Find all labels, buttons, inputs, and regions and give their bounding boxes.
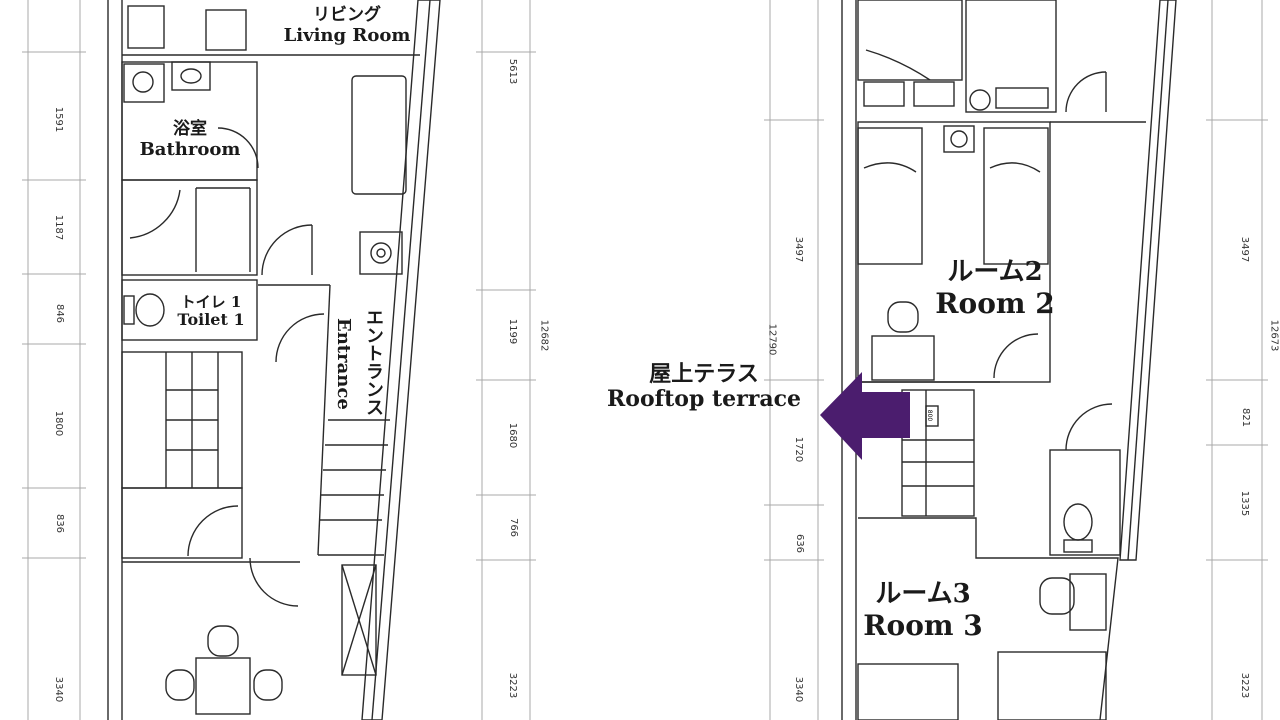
room-2-en: Room 2 — [935, 286, 1055, 320]
room-2-jp: ルーム2 — [947, 257, 1043, 287]
ground-floor-walls — [107, 0, 441, 720]
rooftop-arrow-icon — [820, 372, 910, 460]
dim-mid2-total: 12790 — [766, 323, 778, 356]
room-3-label: ルーム3 Room 3 — [858, 579, 988, 642]
dim-mid2-2: 1720 — [793, 436, 805, 463]
toilet-en: Toilet 1 — [177, 310, 245, 330]
dimension-lines — [27, 0, 1263, 720]
dim-left-6: 3340 — [53, 676, 65, 703]
dim-mid1-total: 12682 — [538, 319, 550, 352]
dim-left-2: 1187 — [53, 214, 65, 241]
living-room-label: リビング Living Room — [272, 5, 422, 46]
room-2-label: ルーム2 Room 2 — [930, 257, 1060, 320]
dim-right-3: 1335 — [1239, 490, 1251, 517]
entrance-jp-label: エントランス — [363, 308, 384, 416]
dim-mid1-4: 766 — [508, 517, 520, 538]
dim-mid2-4: 3340 — [793, 676, 805, 703]
toilet-label: トイレ 1 Toilet 1 — [166, 293, 256, 330]
dim-mid1-5: 3223 — [507, 672, 519, 699]
room-3-jp: ルーム3 — [875, 579, 971, 609]
living-room-en: Living Room — [283, 24, 411, 46]
bathroom-label: 浴室 Bathroom — [130, 119, 250, 160]
dim-right-4: 3223 — [1239, 672, 1251, 699]
dim-left-3: 846 — [54, 303, 66, 324]
upper-floor-walls — [841, 0, 1177, 720]
dim-mid2-1: 3497 — [793, 236, 805, 263]
living-room-jp: リビング — [313, 5, 381, 25]
dim-mid1-1: 5613 — [507, 58, 519, 85]
bathroom-jp: 浴室 — [173, 119, 207, 139]
toilet-jp: トイレ 1 — [180, 293, 242, 311]
dim-mid1-3: 1680 — [507, 422, 519, 449]
bathroom-en: Bathroom — [139, 138, 241, 160]
dim-right-2: 821 — [1240, 407, 1252, 428]
rooftop-terrace-label: 屋上テラス Rooftop terrace — [592, 361, 816, 413]
dim-left-4: 1800 — [53, 410, 65, 437]
dim-right-total: 12673 — [1268, 319, 1280, 352]
dim-right-1: 3497 — [1239, 236, 1251, 263]
dim-mid1-2: 1199 — [507, 318, 519, 345]
entrance-en-label: Entrance — [333, 318, 354, 410]
dim-mid2-3: 636 — [794, 533, 806, 554]
room-3-en: Room 3 — [863, 608, 983, 642]
rooftop-terrace-jp: 屋上テラス — [649, 361, 759, 387]
rooftop-terrace-en: Rooftop terrace — [607, 386, 801, 413]
dim-left-1: 1591 — [53, 106, 65, 133]
dim-left-5: 836 — [54, 513, 66, 534]
stair-width-label: 800 — [926, 409, 934, 422]
